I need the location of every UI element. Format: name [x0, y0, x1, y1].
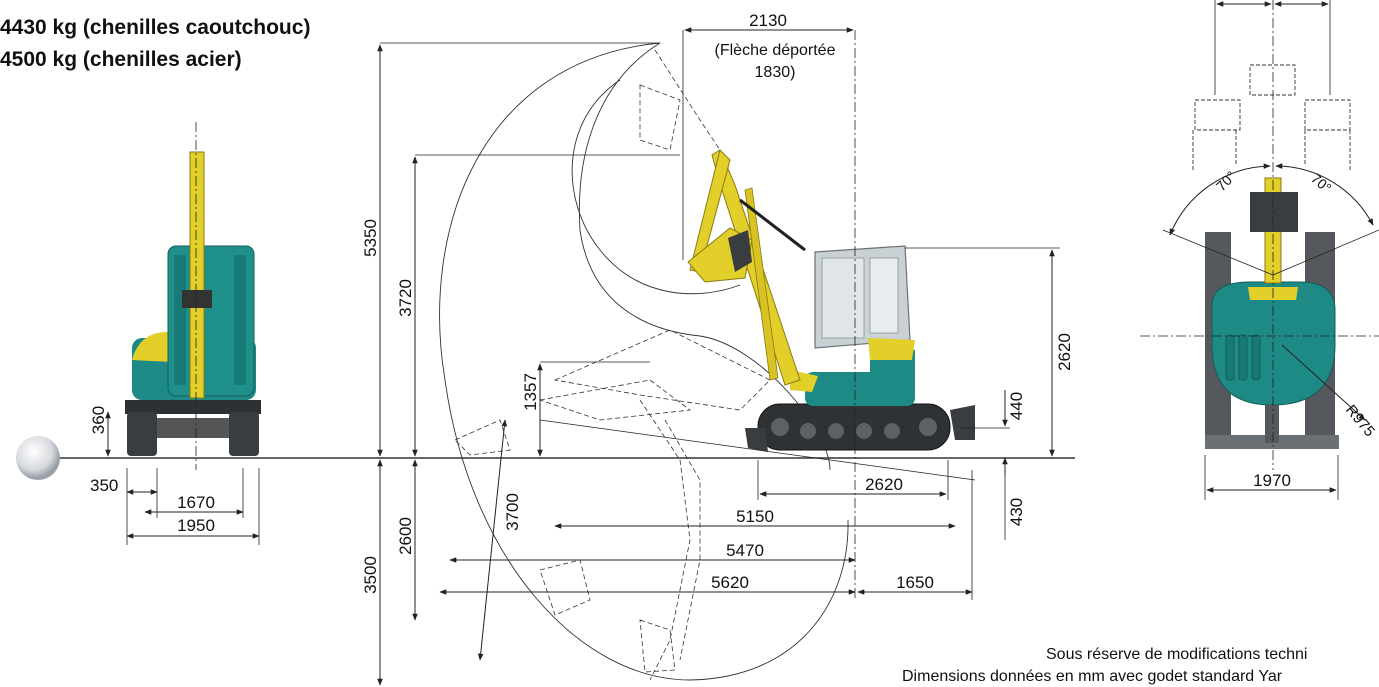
- dim-reach-ground-2: 5470: [726, 541, 764, 560]
- front-view-excavator: [125, 122, 261, 470]
- dim-reach-ground-1: 5150: [736, 507, 774, 526]
- dim-vertical-dig: 3700: [503, 493, 522, 531]
- top-view-dimensions: [1140, 0, 1379, 500]
- dim-max-reach: 5620: [711, 573, 749, 592]
- dim-max-dig-height: 5350: [361, 219, 380, 257]
- dim-track-gauge: 1670: [177, 493, 215, 512]
- dim-max-dump-height: 3720: [396, 279, 415, 317]
- dim-tail-length: 2620: [865, 475, 903, 494]
- weight-steel-tracks: 4500 kg (chenilles acier): [0, 48, 242, 71]
- top-view-buckets: [1192, 64, 1351, 170]
- footer-note-line2: Dimensions données en mm avec godet stan…: [902, 668, 1283, 685]
- dim-top-width: 1970: [1253, 471, 1291, 490]
- offset-note-line2: 1830): [755, 64, 796, 81]
- dim-reach-top: 2130: [749, 11, 787, 30]
- offset-note-line1: (Flèche déportée: [715, 42, 836, 59]
- front-view-dimensions: [105, 411, 260, 545]
- dim-cab-height: 2620: [1055, 333, 1074, 371]
- footer-note-line1: Sous réserve de modifications techni: [1046, 646, 1308, 663]
- weight-rubber-tracks: 4430 kg (chenilles caoutchouc): [0, 16, 311, 39]
- tail-radius: R975: [1342, 402, 1378, 440]
- ghost-positions: [454, 49, 771, 681]
- dim-blade-depth: 430: [1007, 498, 1026, 526]
- dim-max-dig-depth: 3500: [361, 556, 380, 594]
- side-view-dimensions: [377, 27, 1060, 686]
- dim-blade-length: 1650: [896, 573, 934, 592]
- side-view-excavator: [687, 149, 975, 452]
- dim-track-width: 350: [90, 476, 118, 495]
- top-view-excavator: [1205, 177, 1339, 449]
- dim-arm-height: 1357: [521, 373, 540, 411]
- reference-ball: [16, 436, 60, 480]
- dim-blade-lift: 440: [1007, 392, 1026, 420]
- dim-overall-width: 1950: [177, 516, 215, 535]
- dim-dig-depth-blade: 2600: [396, 517, 415, 555]
- swing-angle-right: 70°: [1308, 170, 1335, 196]
- dim-track-height: 360: [89, 406, 108, 434]
